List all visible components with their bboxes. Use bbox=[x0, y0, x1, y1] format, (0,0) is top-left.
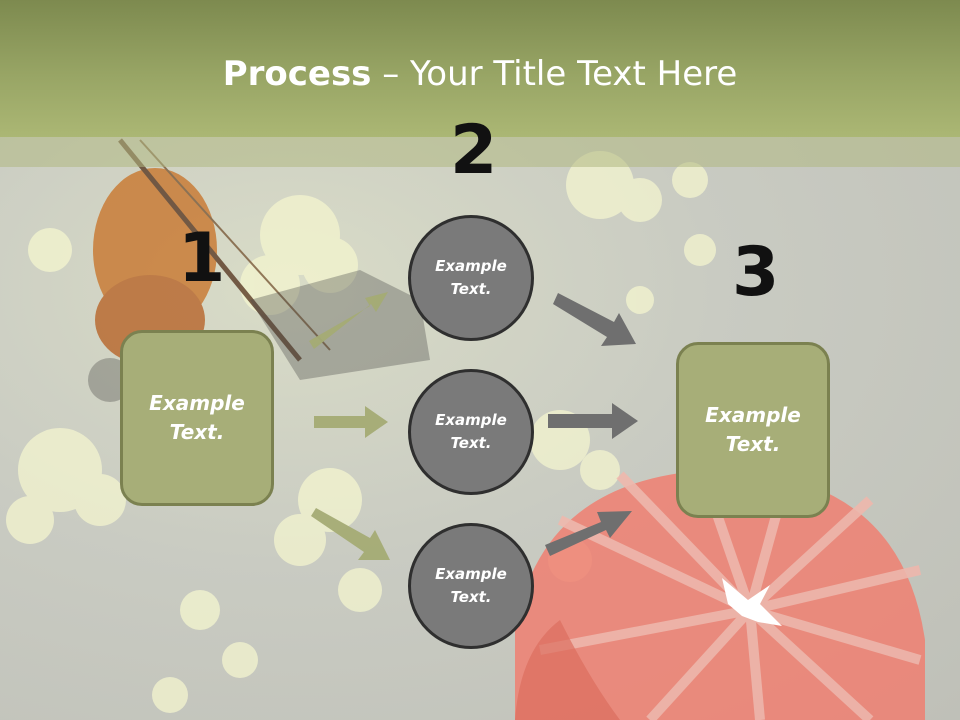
process-circle-middle-text: Example Text. bbox=[435, 411, 507, 452]
process-circle-middle[interactable]: Example Text. bbox=[408, 369, 534, 495]
process-circle-top[interactable]: Example Text. bbox=[408, 215, 534, 341]
step-number-3: 3 bbox=[732, 233, 780, 312]
process-circle-bottom-text: Example Text. bbox=[435, 565, 507, 606]
title-bold: Process bbox=[222, 54, 372, 94]
arrow-bottom-to-right bbox=[545, 511, 632, 556]
title-strip bbox=[0, 137, 960, 167]
process-box-left[interactable]: Example Text. bbox=[120, 330, 274, 506]
sunburst bbox=[515, 463, 925, 720]
arrow-left-to-middle bbox=[314, 406, 388, 438]
arrow-left-to-top bbox=[309, 292, 388, 349]
title-bar bbox=[0, 0, 960, 137]
arrow-top-to-right bbox=[553, 293, 636, 346]
step-number-2: 2 bbox=[450, 111, 498, 190]
process-box-right-text: Example Text. bbox=[705, 403, 801, 456]
process-circle-bottom[interactable]: Example Text. bbox=[408, 523, 534, 649]
process-circle-top-text: Example Text. bbox=[435, 257, 507, 298]
arrow-left-to-bottom bbox=[311, 508, 390, 560]
arrow-middle-to-right bbox=[548, 403, 638, 439]
title-rest: – Your Title Text Here bbox=[371, 54, 738, 94]
slide-title: Process – Your Title Text Here bbox=[0, 52, 960, 96]
dove-icon bbox=[722, 578, 782, 626]
process-box-left-text: Example Text. bbox=[149, 391, 245, 444]
process-box-right[interactable]: Example Text. bbox=[676, 342, 830, 518]
step-number-1: 1 bbox=[178, 219, 226, 298]
